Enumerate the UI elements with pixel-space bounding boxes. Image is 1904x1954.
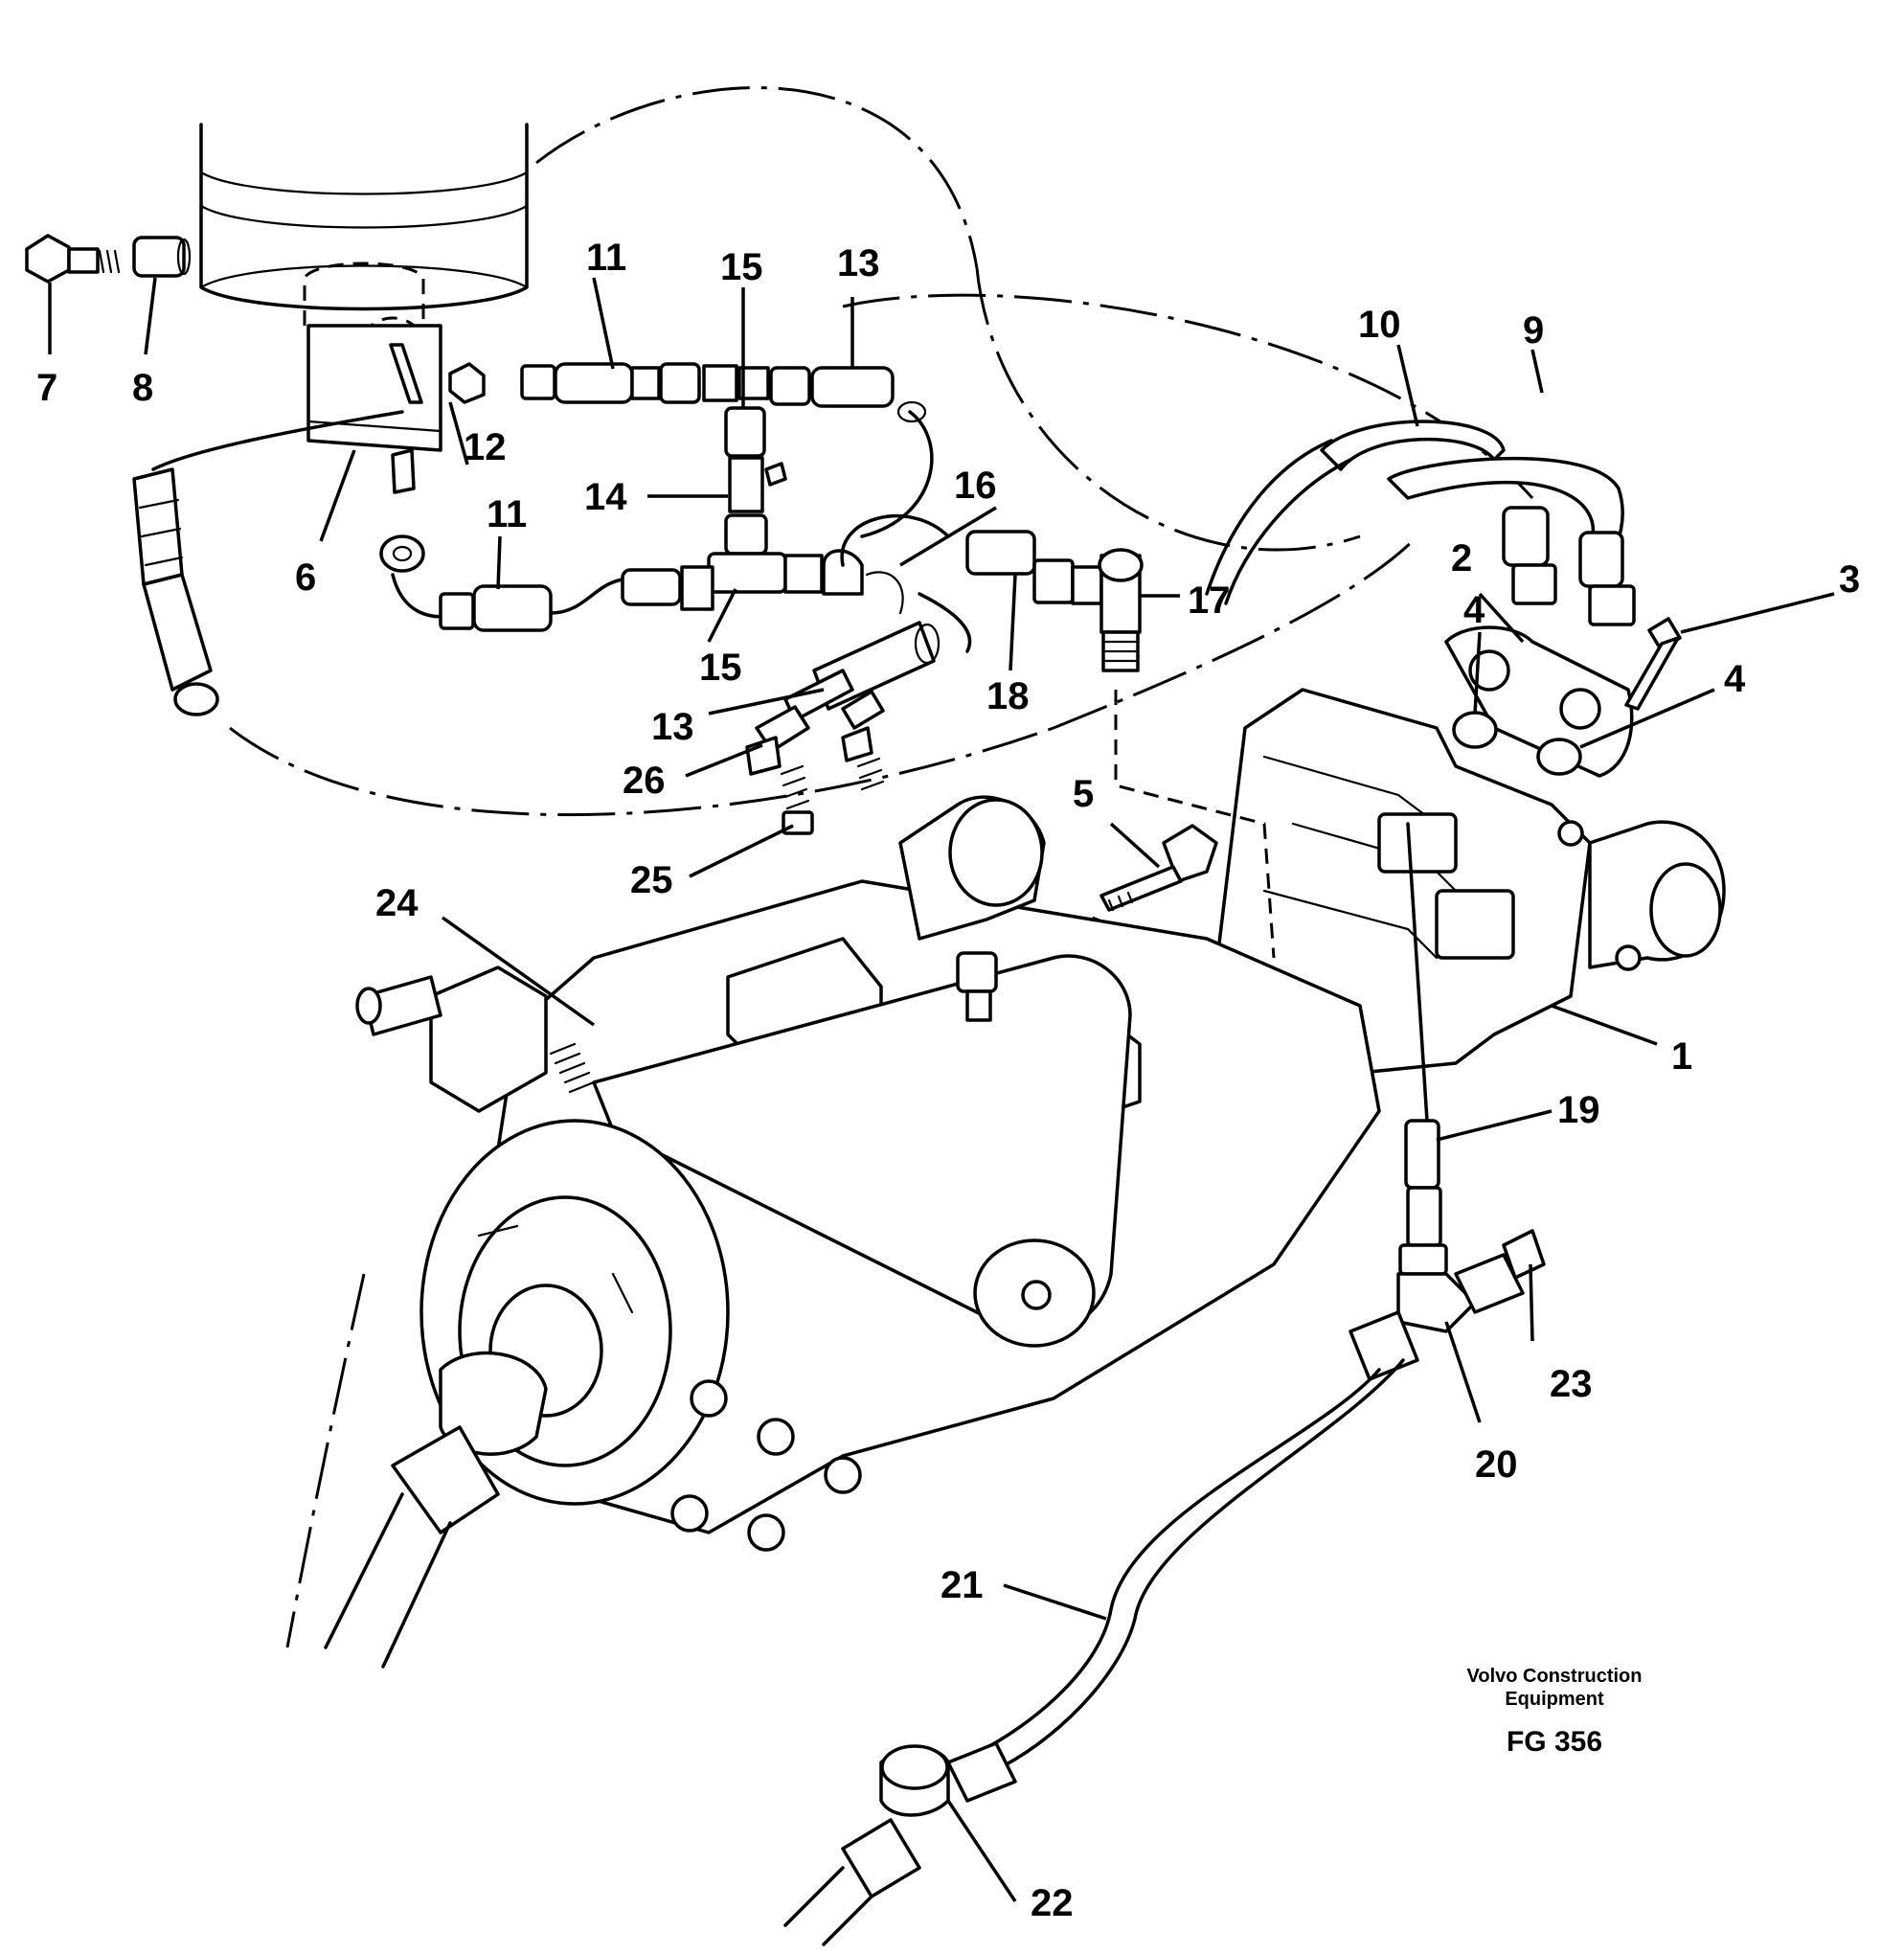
callout-8: 8 [132, 367, 153, 409]
callout-26: 26 [623, 760, 666, 802]
callout-12: 12 [464, 426, 507, 468]
return-line-assembly [783, 822, 1546, 1946]
callout-13-second: 13 [651, 706, 694, 748]
elbow-and-adapters [822, 513, 1144, 672]
callout-5: 5 [1073, 773, 1094, 815]
callout-15-second: 15 [699, 647, 742, 689]
adjuster-block [355, 966, 596, 1113]
figure-credit: Volvo Construction Equipment FG 356 [1467, 1666, 1643, 1758]
callout-22: 22 [1031, 1882, 1074, 1924]
propeller-shaft [324, 1351, 548, 1669]
callout-2: 2 [1451, 537, 1472, 579]
pressure-hoses [1205, 420, 1636, 626]
callout-20: 20 [1475, 1443, 1518, 1486]
callout-6: 6 [295, 557, 316, 599]
callout-3: 3 [1839, 558, 1860, 601]
callout-19: 19 [1557, 1089, 1600, 1131]
callout-23: 23 [1550, 1363, 1593, 1405]
callout-18: 18 [986, 675, 1030, 717]
callout-labels: 1 2 3 4 4 5 6 7 8 9 10 11 11 12 13 13 14… [36, 237, 1860, 1924]
callout-4-second: 4 [1724, 658, 1746, 700]
flange-assembly [1444, 617, 1682, 778]
callout-16: 16 [954, 465, 997, 507]
tank-suction-hose [132, 410, 404, 716]
callout-7: 7 [36, 367, 57, 409]
callout-24: 24 [375, 882, 419, 924]
bolt-and-sleeve [25, 234, 192, 284]
upper-pipe-run [448, 362, 934, 538]
callout-15: 15 [720, 246, 763, 288]
figure-number: FG 356 [1507, 1726, 1602, 1758]
credit-company-line-2: Equipment [1505, 1689, 1604, 1710]
tee-fitting-stack [707, 406, 824, 594]
callout-25: 25 [630, 859, 673, 901]
callout-14: 14 [584, 476, 627, 518]
callout-11: 11 [586, 237, 626, 279]
credit-company-line-1: Volvo Construction [1467, 1666, 1643, 1687]
callout-9: 9 [1523, 309, 1544, 352]
main-hydraulic-pump [1214, 688, 1726, 1075]
callout-10: 10 [1358, 304, 1401, 346]
callout-13: 13 [837, 242, 880, 284]
callout-17: 17 [1188, 579, 1231, 622]
callout-21: 21 [941, 1564, 984, 1606]
lower-pipe-run [379, 448, 714, 632]
drive-flange [419, 1119, 862, 1552]
leader-lines [48, 277, 1835, 1902]
callout-1: 1 [1671, 1035, 1692, 1078]
callout-11-second: 11 [487, 493, 527, 535]
reservoir-tank [199, 123, 529, 452]
pilot-fittings-group [745, 621, 941, 835]
callout-4: 4 [1463, 589, 1485, 631]
